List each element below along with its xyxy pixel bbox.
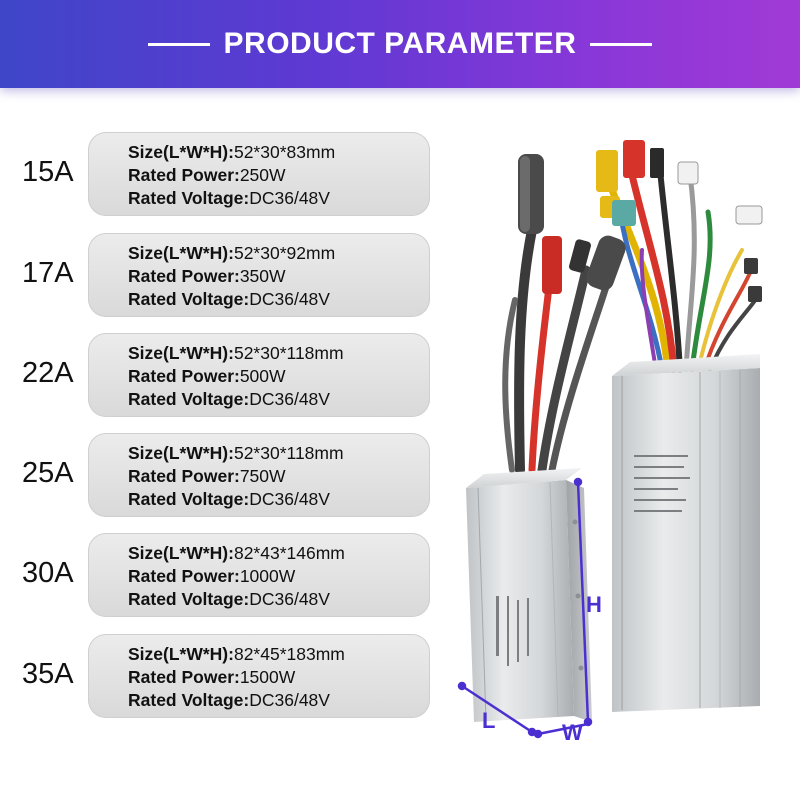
voltage-value: DC36/48V	[249, 589, 330, 609]
power-label: Rated Power:	[128, 566, 240, 586]
controller-photo	[457, 140, 763, 739]
voltage-line: Rated Voltage:DC36/48V	[128, 187, 330, 209]
title-rule-right	[590, 42, 653, 46]
power-value: 750W	[239, 466, 286, 486]
current-rating: 15A	[22, 156, 74, 188]
voltage-value: DC36/48V	[249, 690, 330, 710]
power-line: Rated Power:500W	[128, 365, 286, 387]
voltage-value: DC36/48V	[249, 289, 330, 309]
voltage-label: Rated Voltage:	[128, 188, 250, 208]
size-line: Size(L*W*H):52*30*118mm	[128, 342, 344, 364]
size-value: 82*45*183mm	[233, 644, 345, 664]
width-label: W	[562, 720, 583, 745]
voltage-value: DC36/48V	[249, 389, 330, 409]
size-line: Size(L*W*H):82*43*146mm	[128, 542, 345, 564]
power-value: 1000W	[239, 566, 296, 586]
size-label: Size(L*W*H):	[128, 142, 234, 162]
voltage-label: Rated Voltage:	[128, 589, 250, 609]
title-rule-left	[147, 42, 210, 46]
voltage-value: DC36/48V	[249, 188, 330, 208]
current-rating: 17A	[22, 257, 74, 289]
height-label: H	[586, 592, 602, 617]
size-value: 82*43*146mm	[233, 543, 345, 563]
spec-row: 17A Size(L*W*H):52*30*92mm Rated Power:3…	[0, 233, 440, 317]
spec-card: Size(L*W*H):52*30*92mm Rated Power:350W …	[88, 233, 430, 317]
voltage-value: DC36/48V	[249, 489, 330, 509]
dimension-lines	[457, 477, 593, 739]
power-value: 350W	[239, 266, 286, 286]
connectors	[596, 140, 763, 302]
voltage-line: Rated Voltage:DC36/48V	[128, 689, 330, 711]
current-rating: 25A	[22, 457, 74, 489]
spec-row: 22A Size(L*W*H):52*30*118mm Rated Power:…	[0, 333, 440, 417]
voltage-label: Rated Voltage:	[128, 289, 250, 309]
voltage-label: Rated Voltage:	[128, 489, 250, 509]
page-title: PRODUCT PARAMETER	[223, 27, 577, 60]
header-banner: PRODUCT PARAMETER	[0, 0, 800, 88]
power-label: Rated Power:	[128, 667, 240, 687]
small-connectors	[518, 154, 626, 294]
spec-row: 25A Size(L*W*H):52*30*118mm Rated Power:…	[0, 433, 440, 517]
power-line: Rated Power:1500W	[128, 666, 295, 688]
spec-card: Size(L*W*H):82*43*146mm Rated Power:1000…	[88, 533, 430, 617]
power-line: Rated Power:350W	[128, 265, 286, 287]
size-value: 52*30*118mm	[233, 443, 344, 463]
voltage-line: Rated Voltage:DC36/48V	[128, 588, 330, 610]
spec-card: Size(L*W*H):52*30*118mm Rated Power:500W…	[88, 333, 430, 417]
spec-card: Size(L*W*H):52*30*118mm Rated Power:750W…	[88, 433, 430, 517]
power-value: 250W	[239, 165, 286, 185]
size-label: Size(L*W*H):	[128, 644, 234, 664]
large-controller-body	[612, 354, 760, 712]
power-value: 1500W	[239, 667, 296, 687]
power-label: Rated Power:	[128, 466, 240, 486]
power-line: Rated Power:750W	[128, 465, 286, 487]
size-value: 52*30*92mm	[233, 243, 336, 263]
voltage-label: Rated Voltage:	[128, 690, 250, 710]
spec-card: Size(L*W*H):82*45*183mm Rated Power:1500…	[88, 634, 430, 718]
size-label: Size(L*W*H):	[128, 343, 234, 363]
size-line: Size(L*W*H):82*45*183mm	[128, 643, 345, 665]
voltage-line: Rated Voltage:DC36/48V	[128, 388, 330, 410]
voltage-line: Rated Voltage:DC36/48V	[128, 488, 330, 510]
power-line: Rated Power:1000W	[128, 565, 295, 587]
spec-card: Size(L*W*H):52*30*83mm Rated Power:250W …	[88, 132, 430, 216]
length-label: L	[482, 708, 496, 733]
spec-row: 15A Size(L*W*H):52*30*83mm Rated Power:2…	[0, 132, 440, 216]
small-controller-body	[466, 468, 592, 722]
current-rating: 35A	[22, 658, 74, 690]
power-label: Rated Power:	[128, 266, 240, 286]
size-label: Size(L*W*H):	[128, 543, 234, 563]
current-rating: 30A	[22, 557, 74, 589]
size-label: Size(L*W*H):	[128, 243, 234, 263]
current-rating: 22A	[22, 357, 74, 389]
large-cable-bundle	[608, 167, 760, 374]
power-label: Rated Power:	[128, 366, 240, 386]
power-line: Rated Power:250W	[128, 164, 286, 186]
size-line: Size(L*W*H):52*30*118mm	[128, 442, 344, 464]
spec-row: 30A Size(L*W*H):82*43*146mm Rated Power:…	[0, 533, 440, 617]
size-line: Size(L*W*H):52*30*83mm	[128, 141, 335, 163]
voltage-label: Rated Voltage:	[128, 389, 250, 409]
size-line: Size(L*W*H):52*30*92mm	[128, 242, 335, 264]
power-label: Rated Power:	[128, 165, 240, 185]
size-value: 52*30*118mm	[233, 343, 344, 363]
voltage-line: Rated Voltage:DC36/48V	[128, 288, 330, 310]
size-value: 52*30*83mm	[233, 142, 336, 162]
spec-row: 35A Size(L*W*H):82*45*183mm Rated Power:…	[0, 634, 440, 718]
power-value: 500W	[239, 366, 286, 386]
size-label: Size(L*W*H):	[128, 443, 234, 463]
